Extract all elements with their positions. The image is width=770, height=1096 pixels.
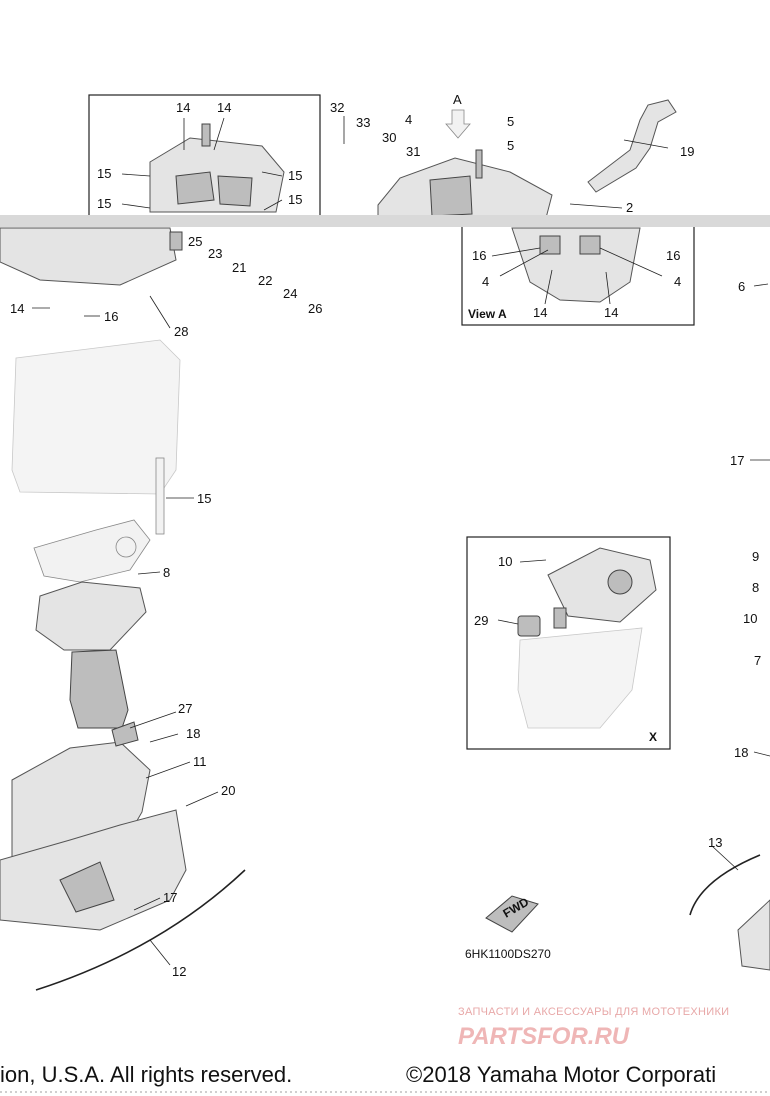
watermark: ЗАПЧАСТИ И АКСЕССУАРЫ ДЛЯ МОТОТЕХНИКИ PA… bbox=[458, 1006, 729, 1050]
view-x-cover-part bbox=[547, 547, 657, 629]
callout-18: 18 bbox=[734, 745, 748, 760]
footer-copyright-left: ion, U.S.A. All rights reserved. bbox=[0, 1062, 292, 1087]
callout-16: 16 bbox=[104, 309, 118, 324]
callout-7: 7 bbox=[754, 653, 761, 668]
callout-17: 17 bbox=[730, 453, 744, 468]
view-a-arrow-label: A bbox=[453, 92, 462, 107]
callout-14: 14 bbox=[604, 305, 618, 320]
diagram-code: 6HK1100DS270 bbox=[465, 947, 551, 961]
callout-14: 14 bbox=[176, 100, 190, 115]
fwd-arrow: FWD bbox=[485, 895, 539, 933]
callout-8: 8 bbox=[752, 580, 759, 595]
callout-26: 26 bbox=[308, 301, 322, 316]
callout-28: 28 bbox=[174, 324, 188, 339]
callout-19: 19 bbox=[680, 144, 694, 159]
pipe-part bbox=[587, 99, 677, 193]
callout-16: 16 bbox=[666, 248, 680, 263]
callout-13: 13 bbox=[708, 835, 722, 850]
callout-15: 15 bbox=[288, 168, 302, 183]
callout-5: 5 bbox=[507, 138, 514, 153]
callout-4: 4 bbox=[674, 274, 681, 289]
callout-17: 17 bbox=[163, 890, 177, 905]
callout-4: 4 bbox=[482, 274, 489, 289]
left-case-part bbox=[0, 227, 183, 286]
right-lower-part bbox=[737, 899, 770, 971]
callout-14: 14 bbox=[10, 301, 24, 316]
upper-cover-part bbox=[149, 123, 285, 213]
callout-29: 29 bbox=[474, 613, 488, 628]
top-housing-part bbox=[377, 149, 553, 219]
view-x-label: X bbox=[649, 730, 657, 744]
view-x-ghost-pan bbox=[517, 627, 643, 729]
callout-2: 2 bbox=[626, 200, 633, 215]
callout-15: 15 bbox=[288, 192, 302, 207]
exhaust-guide-part bbox=[35, 581, 147, 729]
callout-11: 11 bbox=[193, 754, 207, 769]
callout-27: 27 bbox=[178, 701, 192, 716]
view-a-label: View A bbox=[468, 307, 507, 321]
hose-part-13 bbox=[689, 854, 761, 916]
callout-10: 10 bbox=[743, 611, 757, 626]
callout-21: 21 bbox=[232, 260, 246, 275]
callout-15: 15 bbox=[97, 196, 111, 211]
callout-14: 14 bbox=[533, 305, 547, 320]
callouts: 14 14 15 15 15 15 32 33 30 31 4 5 5 19 2… bbox=[10, 100, 761, 979]
footer-copyright-right: ©2018 Yamaha Motor Corporati bbox=[406, 1062, 716, 1087]
callout-31: 31 bbox=[406, 144, 420, 159]
ghost-cylinder-block bbox=[11, 339, 181, 495]
watermark-brand: PARTSFOR.RU bbox=[458, 1023, 630, 1050]
callout-20: 20 bbox=[221, 783, 235, 798]
gasket-part bbox=[33, 519, 151, 583]
view-a-detail-part bbox=[511, 227, 641, 303]
callout-18: 18 bbox=[186, 726, 200, 741]
callout-25: 25 bbox=[188, 234, 202, 249]
watermark-tagline: ЗАПЧАСТИ И АКСЕССУАРЫ ДЛЯ МОТОТЕХНИКИ bbox=[458, 1006, 729, 1018]
callout-9: 9 bbox=[752, 549, 759, 564]
callout-22: 22 bbox=[258, 273, 272, 288]
callout-24: 24 bbox=[283, 286, 297, 301]
scan-fold-band bbox=[0, 215, 770, 227]
callout-5: 5 bbox=[507, 114, 514, 129]
view-x-frame bbox=[466, 536, 671, 750]
callout-15: 15 bbox=[197, 491, 211, 506]
callout-33: 33 bbox=[356, 115, 370, 130]
callout-30: 30 bbox=[382, 130, 396, 145]
callout-6: 6 bbox=[738, 279, 745, 294]
callout-14: 14 bbox=[217, 100, 231, 115]
lower-housing-part bbox=[0, 721, 187, 931]
callout-10: 10 bbox=[498, 554, 512, 569]
callout-32: 32 bbox=[330, 100, 344, 115]
callout-4: 4 bbox=[405, 112, 412, 127]
leader-lines bbox=[32, 116, 770, 966]
footer: ion, U.S.A. All rights reserved. ©2018 Y… bbox=[0, 1062, 770, 1093]
callout-23: 23 bbox=[208, 246, 222, 261]
long-bolt-part bbox=[155, 457, 165, 535]
callout-12: 12 bbox=[172, 964, 186, 979]
callout-8: 8 bbox=[163, 565, 170, 580]
view-a-arrow: A bbox=[445, 92, 471, 139]
bearing-part-29 bbox=[517, 615, 541, 637]
callout-16: 16 bbox=[472, 248, 486, 263]
callout-15: 15 bbox=[97, 166, 111, 181]
